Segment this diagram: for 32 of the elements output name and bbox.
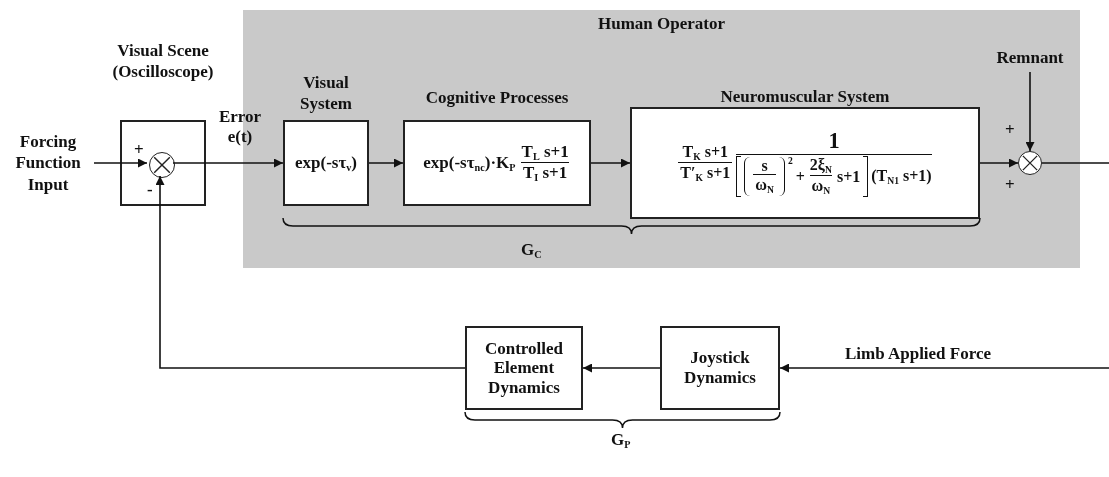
sign-label: - bbox=[147, 180, 153, 200]
arrow bbox=[155, 175, 466, 369]
arrow bbox=[1025, 71, 1035, 152]
summing-junction bbox=[1018, 151, 1042, 175]
arrow bbox=[93, 158, 148, 168]
arrow bbox=[779, 363, 1109, 373]
block-box bbox=[465, 326, 583, 410]
arrow bbox=[368, 158, 404, 168]
transfer-function: exp(-sτ$_{v}$) bbox=[294, 152, 357, 174]
signal-label: Remnant bbox=[985, 44, 1075, 72]
edge-label: Limb Applied Force bbox=[843, 344, 993, 364]
block-title: Visual System bbox=[299, 73, 353, 114]
signal-label: Forcing Function Input bbox=[2, 128, 94, 198]
sign-label: + bbox=[134, 140, 144, 160]
block-text: Controlled Element Dynamics bbox=[483, 338, 565, 398]
block-text: Joystick Dynamics bbox=[683, 348, 757, 388]
block-title: Visual Scene (Oscilloscope) bbox=[111, 41, 215, 82]
block-box bbox=[660, 326, 780, 410]
summing-junction bbox=[149, 152, 175, 178]
transfer-label: G$_{C}$ bbox=[521, 240, 542, 261]
sign-label: + bbox=[1005, 175, 1015, 195]
arrow bbox=[590, 158, 631, 168]
transfer-function: exp(-sτ$_{nc}$)·K$_{P}$ T$_{L}$ s+1 T$_{I}$ s+1 bbox=[423, 142, 571, 184]
arrow bbox=[582, 363, 661, 373]
group-title: Human Operator bbox=[597, 14, 726, 34]
block-title: Cognitive Processes bbox=[424, 87, 570, 108]
transfer-label: G$_{P}$ bbox=[611, 430, 631, 451]
arrow bbox=[172, 158, 284, 168]
edge-label: Error e(t) bbox=[217, 107, 263, 147]
sign-label: + bbox=[1005, 120, 1015, 140]
arrow bbox=[979, 158, 1019, 168]
block-title: Neuromuscular System bbox=[719, 86, 891, 107]
